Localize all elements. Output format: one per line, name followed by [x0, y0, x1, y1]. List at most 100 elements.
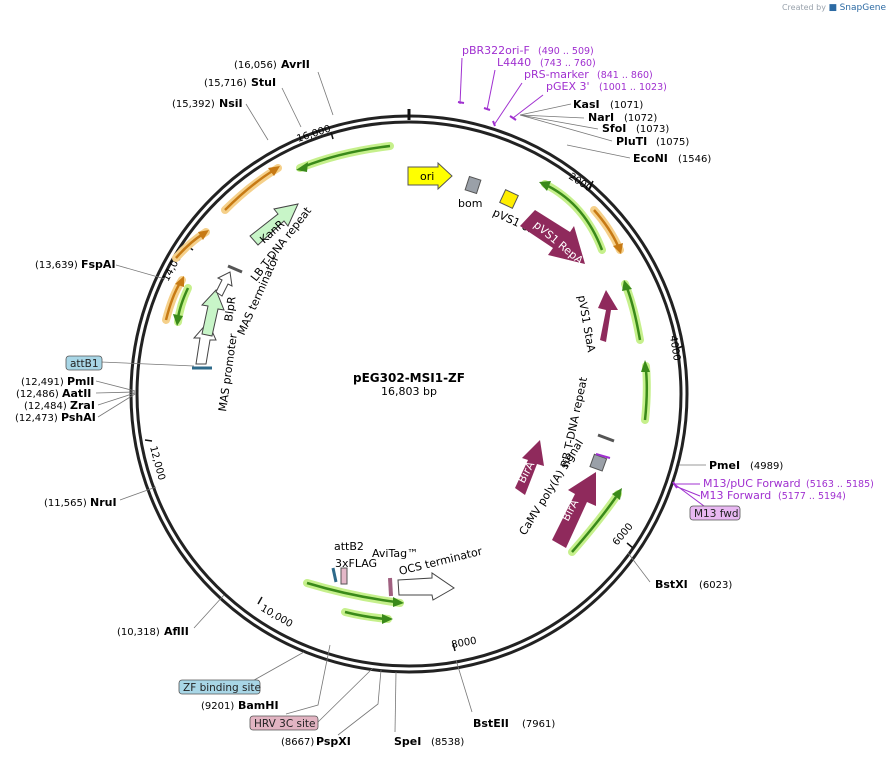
created-by-text: Created by — [781, 3, 826, 12]
primer-pos-prs-marker: (841 .. 860) — [597, 70, 653, 81]
enzyme-pos-pshai: (12,473) — [15, 413, 58, 424]
enzyme-pos-zrai: (12,484) — [24, 401, 67, 412]
orf-arc — [302, 144, 391, 169]
enzyme-labels: KasI (1071) NarI (1072) SfoI (1073) PluT… — [15, 58, 783, 748]
bom-box — [464, 175, 482, 195]
enzyme-name-kasi: KasI — [573, 98, 600, 111]
feature-label-blpr: BlpR — [222, 295, 238, 322]
primer-pos-m13-puc-forward: (5163 .. 5185) — [806, 479, 874, 490]
snapgene-logo-icon: ■ — [828, 3, 838, 13]
primer-mark-pbr322ori — [457, 101, 465, 104]
leader-bamhi — [285, 644, 331, 715]
orange-arc — [164, 282, 182, 321]
leader-stui — [281, 87, 302, 128]
tag-box-hrv-3c-site — [249, 715, 319, 731]
enzyme-pos-spei: (8538) — [431, 737, 464, 748]
avitag-mark — [388, 577, 393, 597]
orange-arrowhead — [613, 243, 623, 254]
enzyme-pos-pluti: (1075) — [656, 137, 689, 148]
enzyme-pos-stui: (15,716) — [204, 78, 247, 89]
enzyme-pos-pmei: (4989) — [750, 461, 783, 472]
leader-bsteii — [455, 659, 473, 713]
primer-mark-l4440 — [483, 107, 491, 111]
tag-label-zf-binding-site: ZF binding site — [183, 682, 261, 694]
orf-arrowhead — [641, 360, 650, 372]
enzyme-name-zrai: ZraI — [70, 399, 95, 412]
plasmid-name: pEG302-MSI1-ZF — [353, 371, 465, 385]
lb-tdna-repeat-mark — [227, 264, 243, 274]
leader-nrui — [119, 486, 157, 501]
leader-hrv-3c-site — [317, 667, 374, 723]
leader-pluti — [519, 114, 613, 142]
enzyme-pos-sfoi: (1073) — [636, 124, 669, 135]
tag-box-attb1 — [65, 355, 103, 371]
orf-arcs — [162, 142, 651, 624]
leader-nsii — [245, 103, 269, 141]
orange-arrowhead — [268, 166, 280, 176]
enzyme-name-spei: SpeI — [394, 735, 421, 748]
enzyme-pos-bstxi: (6023) — [699, 580, 732, 591]
primer-pos-l4440: (743 .. 760) — [540, 58, 596, 69]
enzyme-name-stui: StuI — [251, 76, 276, 89]
tick-label-6000: 6000 — [611, 521, 636, 548]
tag-box-zf-binding-site — [178, 679, 261, 695]
pvs1-repa-arrow — [520, 210, 585, 264]
created-by-branding: Created by ■ SnapGene — [782, 3, 886, 13]
orange-arrowhead — [198, 230, 209, 240]
primer-leader-prs-marker — [493, 82, 523, 126]
primer-labels: pBR322ori-F (490 .. 509) L4440 (743 .. 7… — [462, 44, 874, 502]
enzyme-pos-fspai: (13,639) — [35, 260, 78, 271]
enzyme-pos-nari: (1072) — [624, 113, 657, 124]
orf-arc — [643, 369, 649, 421]
primer-site-marks — [457, 101, 678, 489]
enzyme-name-aflii: AflII — [164, 625, 189, 638]
tag-label-hrv-3c-site: HRV 3C site — [254, 718, 315, 730]
bira-arrow-2 — [552, 472, 596, 548]
leader-kasi — [519, 103, 572, 116]
enzyme-name-fspai: FspAI — [81, 258, 116, 271]
enzyme-name-nrui: NruI — [90, 496, 117, 509]
leader-spei — [394, 671, 397, 733]
enzyme-name-avrii: AvrII — [281, 58, 310, 71]
leader-sfoi — [519, 114, 599, 130]
orf-arrowhead — [296, 162, 308, 172]
primer-mark-prs-marker — [492, 120, 496, 127]
orf-arc — [344, 610, 386, 621]
enzyme-name-pmli: PmlI — [67, 375, 94, 388]
3xflag-box — [340, 567, 348, 585]
orf-arrowhead — [393, 597, 404, 607]
enzyme-name-nsii: NsiI — [219, 97, 243, 110]
orange-arc — [224, 168, 275, 211]
enzyme-pos-pspxi: (8667) — [281, 737, 314, 748]
m13-primer-site-mark — [595, 453, 611, 459]
leader-zrai — [97, 392, 136, 406]
enzyme-leader-lines — [95, 71, 706, 736]
tag-boxes: attB1 M13 fwd ZF binding site HRV 3C sit… — [65, 355, 741, 731]
orf-arrowhead — [173, 314, 183, 326]
enzyme-name-sfoi: SfoI — [602, 122, 626, 135]
tag-label-m13-fwd: M13 fwd — [694, 508, 739, 520]
orf-arc — [625, 287, 642, 341]
enzyme-pos-bsteii: (7961) — [522, 719, 555, 730]
enzyme-name-pshai: PshAI — [61, 411, 96, 424]
feature-label-avitag: AviTag™ — [372, 547, 418, 560]
orf-arrowhead — [382, 614, 393, 624]
enzyme-pos-econi: (1546) — [678, 154, 711, 165]
camv-polya-box — [589, 453, 608, 472]
tick-label-10000: 10,000 — [259, 603, 295, 630]
tick-16000 — [330, 131, 334, 140]
tag-label-attb1: attB1 — [70, 358, 99, 370]
tick-8000 — [452, 642, 456, 652]
attb2-mark — [331, 567, 338, 583]
primer-mark-pgex — [509, 115, 517, 121]
pvs1-oriv-box — [499, 189, 519, 209]
feature-label-bom: bom — [458, 197, 482, 210]
tag-box-m13-fwd — [689, 505, 741, 521]
orf-arc-glow — [296, 142, 394, 172]
primer-pos-pbr322ori-f: (490 .. 509) — [538, 46, 594, 57]
leader-pshai — [97, 393, 136, 418]
feature-label-3xflag: 3xFLAG — [335, 557, 377, 570]
enzyme-name-bstxi: BstXI — [655, 578, 688, 591]
rb-tdna-repeat-mark — [597, 433, 615, 443]
